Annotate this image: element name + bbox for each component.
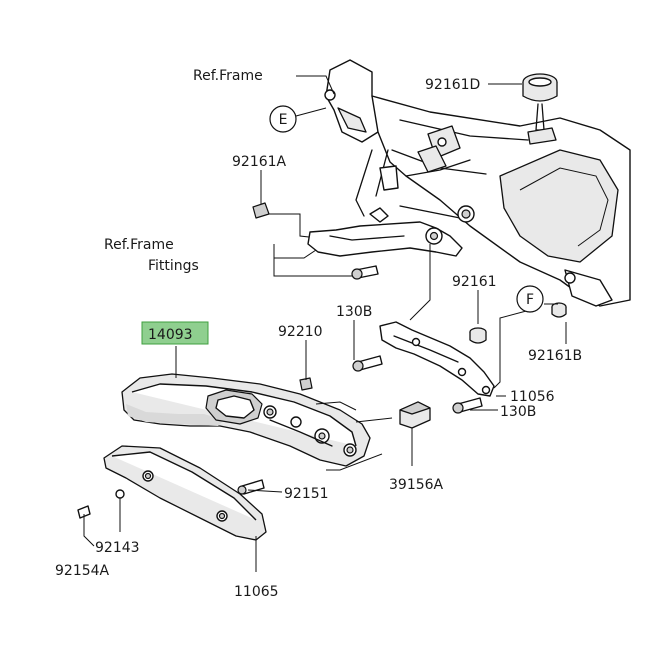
marker-E: E: [269, 105, 297, 133]
label-92161A: 92161A: [232, 154, 287, 170]
label-130B-lower: 130B: [500, 404, 536, 420]
label-92161D: 92161D: [425, 77, 480, 93]
frame: [324, 59, 631, 307]
marker-F-label: F: [526, 292, 534, 308]
label-92151: 92151: [284, 486, 329, 502]
marker-F: F: [516, 285, 544, 313]
label-ref-frame: Ref.Frame: [193, 68, 263, 84]
pad-39156A: [399, 401, 431, 466]
marker-E-label: E: [279, 112, 288, 128]
label-92161B: 92161B: [528, 348, 582, 364]
label-11065: 11065: [234, 584, 279, 600]
part-labels: Ref.Frame 92161D 92161A Ref.Frame Fittin…: [55, 68, 582, 600]
cover-14093: [121, 373, 393, 471]
label-11056: 11056: [510, 389, 555, 405]
label-92154A: 92154A: [55, 563, 110, 579]
highlight-14093: [141, 321, 209, 345]
label-92210: 92210: [278, 324, 323, 340]
fender-bracket: [252, 202, 463, 321]
label-39156A: 39156A: [389, 477, 444, 493]
label-92161: 92161: [452, 274, 497, 290]
label-92143: 92143: [95, 540, 140, 556]
label-ref-frame-fittings-2: Fittings: [148, 258, 199, 274]
label-14093: 14093: [148, 327, 193, 343]
label-130B-upper: 130B: [336, 304, 372, 320]
leader-lines: [175, 75, 567, 493]
panel-11065: [77, 445, 267, 572]
bracket-plate-11056: [352, 302, 567, 414]
label-ref-frame-fittings-1: Ref.Frame: [104, 237, 174, 253]
